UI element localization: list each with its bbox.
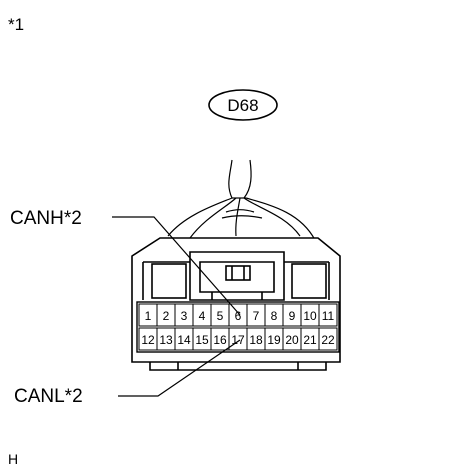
pin-number: 1	[145, 309, 152, 323]
pin-number: 15	[195, 333, 209, 347]
canh-callout: CANH*2	[10, 208, 241, 316]
canh-label: CANH*2	[10, 208, 82, 229]
pin-number: 2	[163, 309, 170, 323]
pin-number: 19	[267, 333, 281, 347]
pin-grid: 1 2 3 4 5 6 7 8 9 10 11 12 13 14 15 16 1…	[136, 301, 340, 353]
pin-number: 14	[177, 333, 191, 347]
pin-number: 10	[303, 309, 317, 323]
figure-code: H	[8, 451, 18, 467]
pin-number: 9	[289, 309, 296, 323]
footnote-marker: *1	[8, 15, 24, 34]
pin-number: 5	[217, 309, 224, 323]
pin-number: 4	[199, 309, 206, 323]
pin-number: 8	[271, 309, 278, 323]
pin-number: 11	[322, 309, 335, 323]
pin-number: 22	[321, 333, 335, 347]
connector-id-badge: D68	[208, 89, 278, 121]
pin-number: 12	[141, 333, 155, 347]
pin-number: 13	[159, 333, 173, 347]
canl-label: CANL*2	[14, 386, 83, 407]
canh-leader-line	[112, 216, 241, 316]
canl-callout: CANL*2	[14, 339, 241, 407]
canl-leader-line	[118, 339, 241, 397]
pin-number-canh: 6	[235, 309, 242, 323]
pin-number: 20	[285, 333, 299, 347]
pin-number: 7	[253, 309, 260, 323]
pin-number: 16	[213, 333, 227, 347]
connector-id-label: D68	[227, 96, 258, 115]
pin-number: 18	[249, 333, 263, 347]
wire-harness	[167, 159, 316, 241]
pin-number: 3	[181, 309, 188, 323]
pin-row-top	[138, 303, 338, 327]
pin-number: 21	[303, 333, 317, 347]
